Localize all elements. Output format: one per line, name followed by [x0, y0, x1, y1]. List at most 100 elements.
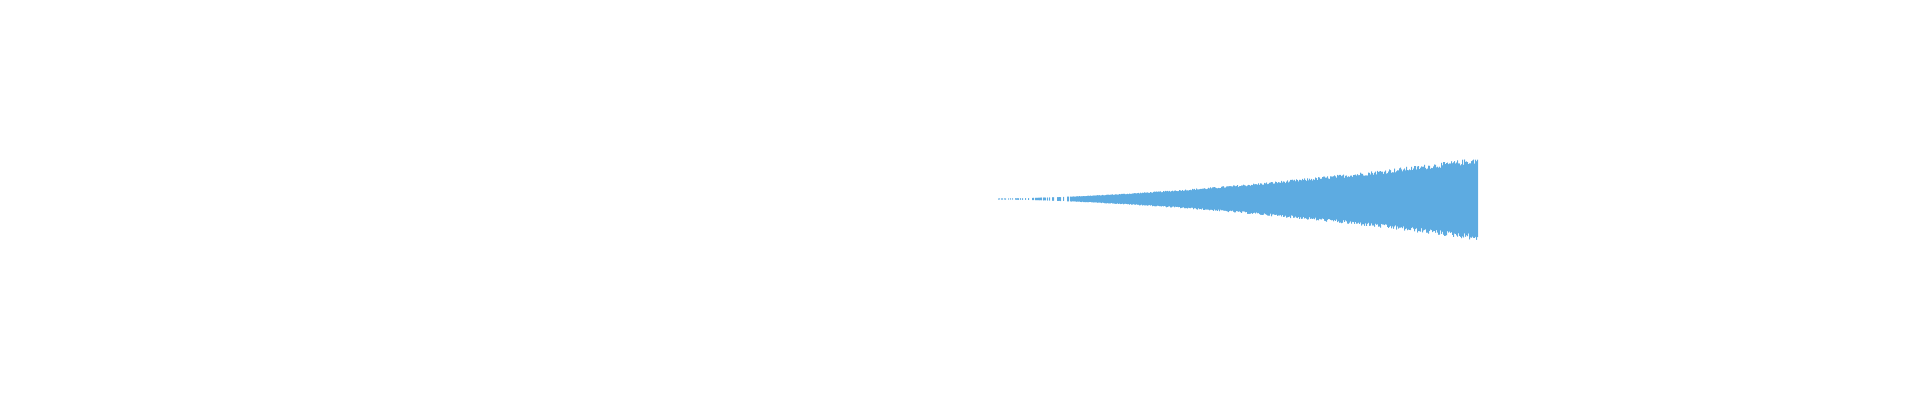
waveform-sample — [1441, 162, 1443, 234]
waveform-sample — [1383, 173, 1385, 225]
waveform-sample — [1350, 175, 1352, 222]
waveform-sample — [1161, 192, 1163, 207]
waveform-sample — [1277, 183, 1279, 216]
waveform-sample — [1467, 162, 1469, 237]
waveform-sample — [1316, 178, 1318, 221]
waveform-sample — [1358, 175, 1360, 223]
waveform-sample — [1124, 193, 1126, 204]
waveform-sample — [1153, 191, 1155, 206]
waveform-sample — [1207, 188, 1209, 210]
waveform-sample — [1310, 180, 1312, 219]
waveform-sample — [1219, 188, 1221, 212]
waveform-sample — [1249, 185, 1251, 214]
waveform-sample — [1197, 189, 1199, 210]
waveform-sample — [1348, 176, 1350, 224]
waveform-sample — [1330, 176, 1332, 220]
waveform-sample — [1295, 181, 1297, 217]
waveform-sample — [1079, 196, 1081, 202]
waveform-sample — [1455, 163, 1457, 234]
waveform-sample — [1429, 165, 1431, 231]
waveform-sample — [1297, 180, 1299, 219]
waveform-sample — [1137, 193, 1139, 205]
waveform-sample — [1002, 198, 1004, 200]
waveform-sample — [1075, 196, 1077, 202]
waveform-sample — [1234, 185, 1236, 213]
waveform-sample — [1169, 190, 1171, 207]
waveform-sample — [1448, 164, 1450, 233]
waveform-sample — [1392, 172, 1394, 227]
waveform-sample — [1468, 164, 1470, 234]
waveform-sample — [1464, 159, 1466, 234]
waveform-sample — [1052, 197, 1054, 201]
waveform-sample — [1256, 184, 1258, 213]
waveform-sample — [1095, 195, 1097, 203]
waveform-sample — [1408, 170, 1410, 230]
waveform-sample — [1389, 169, 1391, 227]
waveform-sample — [1293, 180, 1295, 218]
waveform-sample — [1342, 175, 1344, 223]
waveform-sample — [1238, 186, 1240, 212]
waveform-sample — [1217, 188, 1219, 211]
waveform-sample — [1304, 178, 1306, 219]
waveform-sample — [1393, 172, 1395, 229]
waveform-sample — [1253, 183, 1255, 213]
waveform-sample — [1427, 168, 1429, 233]
waveform-sample — [1142, 192, 1144, 206]
waveform-sample — [1028, 198, 1030, 200]
waveform-sample — [1068, 196, 1070, 202]
waveform-sample — [1366, 175, 1368, 226]
waveform-sample — [1259, 184, 1261, 215]
waveform-sample — [1451, 161, 1453, 233]
waveform-sample — [1143, 192, 1145, 206]
waveform-sample — [1170, 191, 1172, 208]
waveform-sample — [1346, 175, 1348, 222]
waveform-sample — [1421, 166, 1423, 229]
waveform-sample — [1313, 179, 1315, 219]
waveform-sample — [1133, 193, 1135, 205]
waveform-sample — [1439, 166, 1441, 235]
waveform-sample — [1322, 177, 1324, 219]
waveform-sample — [1445, 164, 1447, 236]
waveform-sample — [1174, 190, 1176, 208]
waveform-sample — [1191, 190, 1193, 208]
waveform-sample — [1112, 194, 1114, 204]
waveform-sample — [1082, 196, 1084, 202]
waveform-sample — [1155, 191, 1157, 207]
waveform-sample — [1320, 178, 1322, 220]
waveform-sample — [1334, 175, 1336, 221]
waveform-sample — [1375, 171, 1377, 224]
waveform-sample — [1204, 188, 1206, 210]
waveform-sample — [1303, 180, 1305, 217]
waveform-sample — [1189, 190, 1191, 209]
waveform-sample — [1113, 194, 1115, 204]
waveform-sample — [1309, 178, 1311, 218]
waveform-sample — [1272, 182, 1274, 215]
waveform-sample — [1264, 182, 1266, 214]
waveform-sample — [1188, 190, 1190, 208]
waveform-sample — [1186, 190, 1188, 209]
waveform-sample — [1312, 180, 1314, 219]
waveform-sample — [1130, 193, 1132, 204]
waveform-sample — [1263, 184, 1265, 215]
waveform-sample — [1160, 191, 1162, 207]
waveform-sample — [1395, 172, 1397, 226]
waveform-sample — [1419, 169, 1421, 232]
waveform-sample — [1336, 177, 1338, 220]
waveform-sample — [1446, 163, 1448, 236]
waveform-sample — [1043, 197, 1045, 201]
waveform-sample — [1305, 179, 1307, 219]
waveform-sample — [1110, 194, 1112, 204]
waveform-sample — [1289, 181, 1291, 217]
waveform-sample — [1045, 197, 1047, 201]
waveform-sample — [1036, 197, 1038, 201]
waveform-sample — [1402, 171, 1404, 229]
waveform-sample — [1248, 184, 1250, 214]
waveform-sample — [1423, 166, 1425, 231]
waveform-sample — [1278, 182, 1280, 216]
waveform-sample — [1147, 192, 1149, 206]
waveform-sample — [1357, 174, 1359, 224]
waveform-sample — [1020, 198, 1022, 200]
waveform-sample — [1041, 197, 1043, 201]
waveform-sample — [1434, 164, 1436, 231]
waveform-sample — [1339, 174, 1341, 223]
